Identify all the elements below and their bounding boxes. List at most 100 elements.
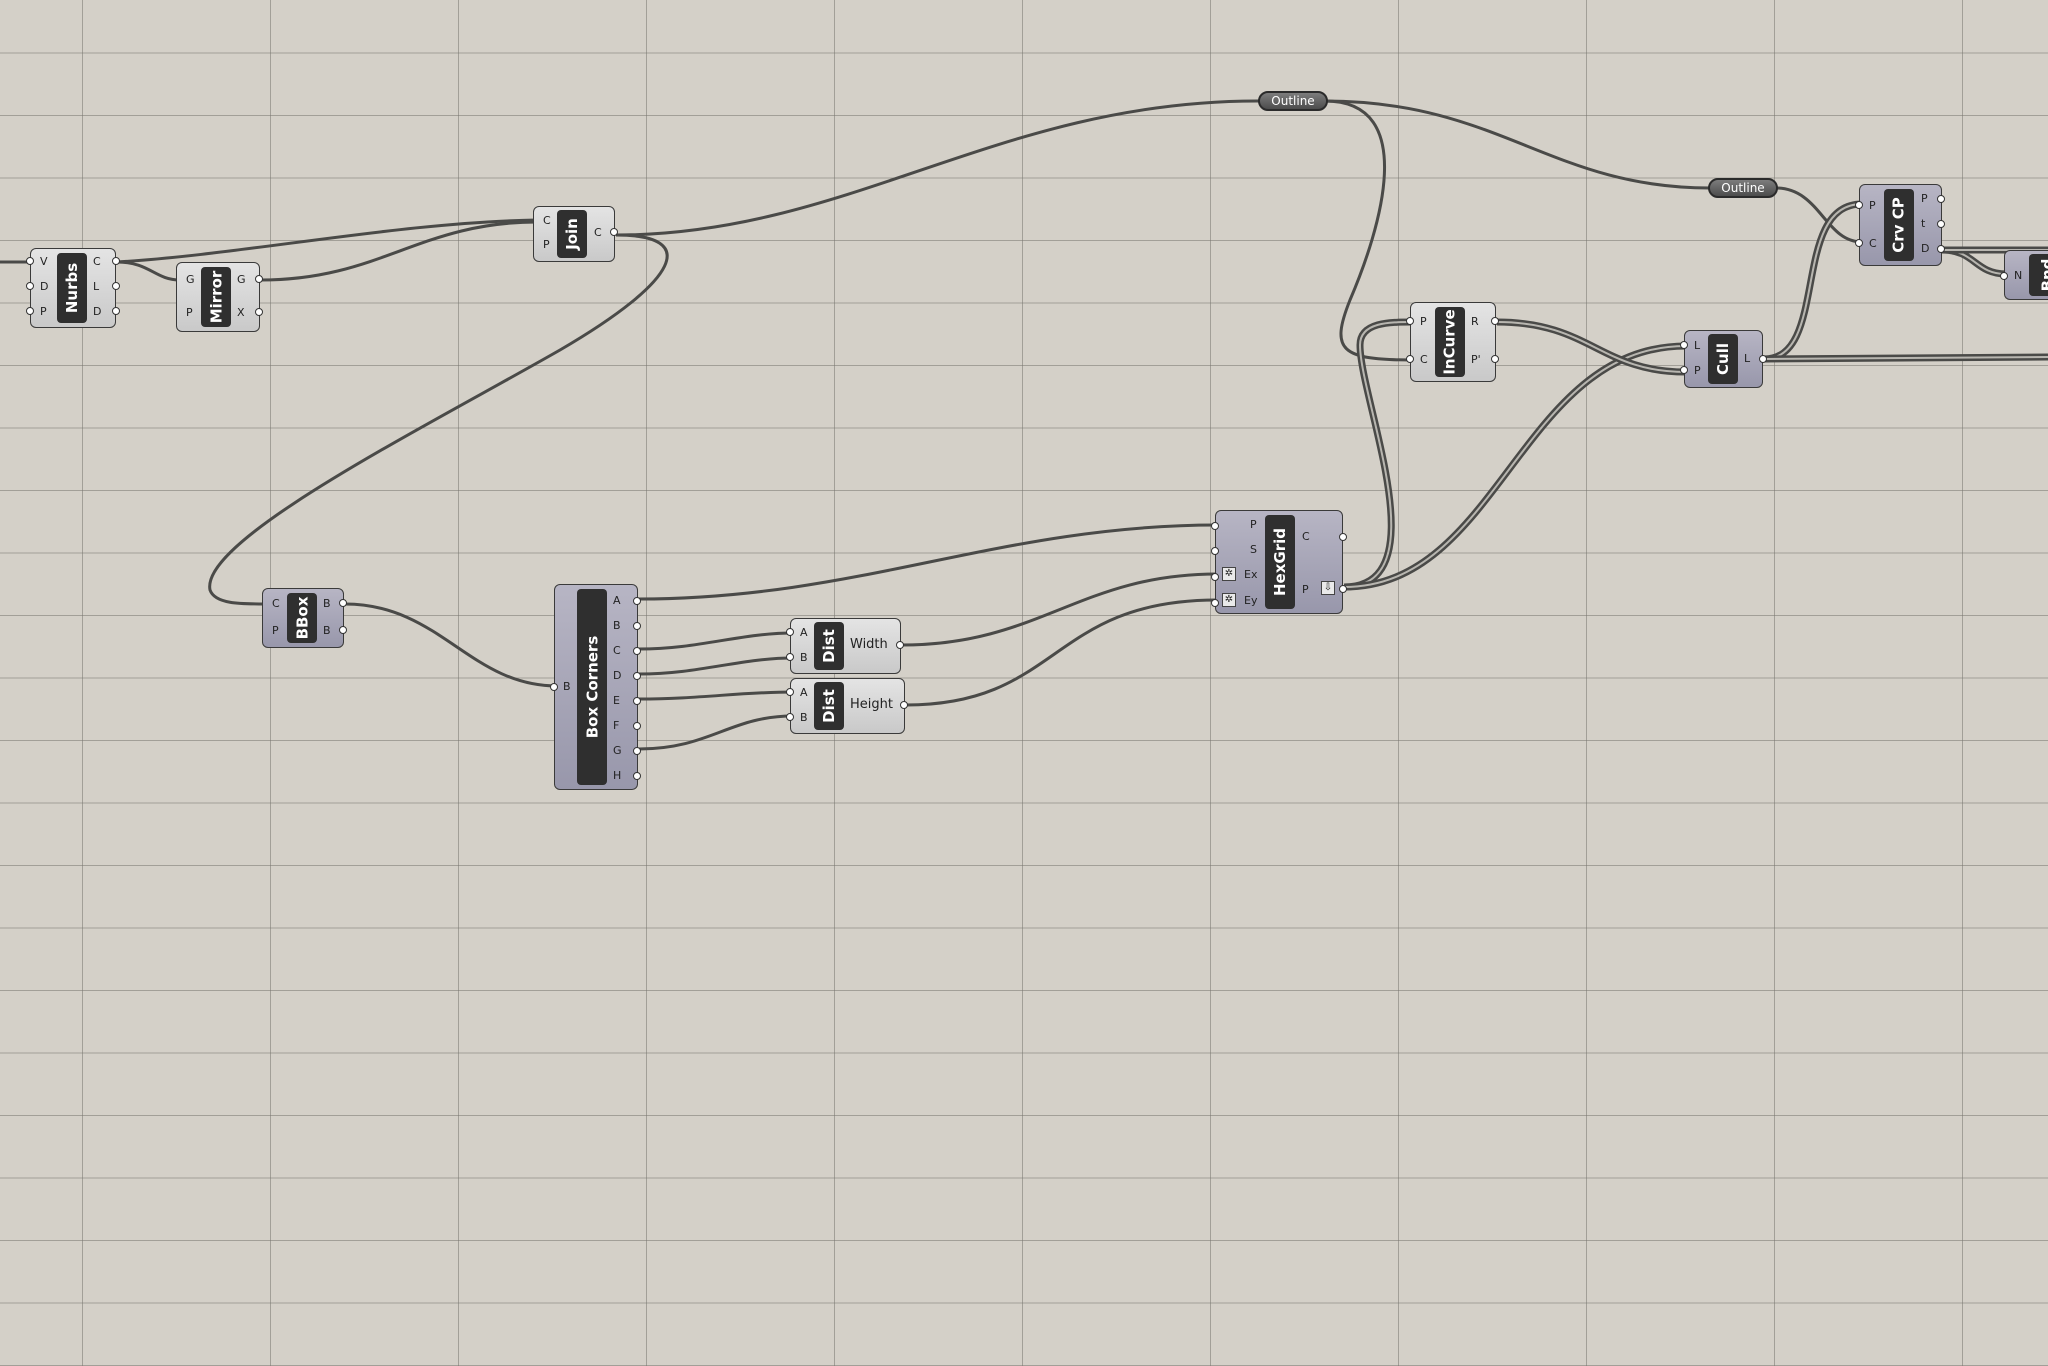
grip[interactable]: [633, 672, 641, 680]
bnd-component[interactable]: N Bnd: [2000, 250, 2048, 300]
mirror-output-g[interactable]: G: [237, 273, 246, 286]
hexgrid-input-p[interactable]: P: [1250, 518, 1257, 531]
grip[interactable]: [1491, 317, 1499, 325]
nurbs-output-d[interactable]: D: [93, 305, 102, 318]
relay-outline-1[interactable]: Outline: [1258, 91, 1328, 111]
crvcp-output-t[interactable]: t: [1921, 217, 1926, 230]
grip[interactable]: [786, 688, 794, 696]
grip[interactable]: [900, 701, 908, 709]
grip[interactable]: [1759, 355, 1767, 363]
grip[interactable]: [896, 641, 904, 649]
incurve-output-r[interactable]: R: [1471, 315, 1479, 328]
grip[interactable]: [633, 747, 641, 755]
crvcp-output-d[interactable]: D: [1921, 242, 1930, 255]
mirror-input-g[interactable]: G: [186, 273, 195, 286]
grip[interactable]: [26, 307, 34, 315]
boxcorners-output-b[interactable]: B: [613, 619, 621, 632]
grip[interactable]: [1211, 599, 1219, 607]
grip[interactable]: [112, 257, 120, 265]
join-component[interactable]: C P Join C: [533, 206, 618, 262]
join-input-c[interactable]: C: [543, 214, 551, 227]
mirror-component[interactable]: G P Mirror G X: [176, 262, 263, 332]
bnd-input-n[interactable]: N: [2014, 269, 2023, 282]
grip[interactable]: [1937, 195, 1945, 203]
grip[interactable]: [633, 722, 641, 730]
boxcorners-output-h[interactable]: H: [613, 769, 622, 782]
nurbs-output-c[interactable]: C: [93, 255, 101, 268]
hexgrid-output-p[interactable]: P: [1302, 583, 1309, 596]
bbox-input-p[interactable]: P: [272, 624, 279, 637]
incurve-component[interactable]: P C InCurve R P': [1406, 302, 1499, 382]
grip[interactable]: [633, 697, 641, 705]
grip[interactable]: [1339, 585, 1347, 593]
distwidth-input-b[interactable]: B: [800, 651, 808, 664]
grip[interactable]: [112, 282, 120, 290]
dist-width-component[interactable]: A B Dist Width: [786, 618, 904, 674]
grip[interactable]: [255, 308, 263, 316]
distheight-input-a[interactable]: A: [800, 686, 808, 699]
grip[interactable]: [1855, 201, 1863, 209]
mirror-output-x[interactable]: X: [237, 306, 245, 319]
nurbs-input-p[interactable]: P: [40, 305, 47, 318]
hexgrid-output-c[interactable]: C: [1302, 530, 1310, 543]
relay-outline-2[interactable]: Outline: [1708, 178, 1778, 198]
hexgrid-input-ex[interactable]: Ex: [1244, 568, 1258, 581]
grip[interactable]: [1406, 355, 1414, 363]
crvcp-input-p[interactable]: P: [1869, 199, 1876, 212]
grip[interactable]: [339, 599, 347, 607]
grip[interactable]: [1211, 573, 1219, 581]
crvcp-input-c[interactable]: C: [1869, 237, 1877, 250]
join-input-p[interactable]: P: [543, 238, 550, 251]
grip[interactable]: [1211, 522, 1219, 530]
boxcorners-output-e[interactable]: E: [613, 694, 620, 707]
grip[interactable]: [1937, 220, 1945, 228]
distwidth-input-a[interactable]: A: [800, 626, 808, 639]
grip[interactable]: [2000, 272, 2008, 280]
grip[interactable]: [610, 228, 618, 236]
boxcorners-output-c[interactable]: C: [613, 644, 621, 657]
grip[interactable]: [633, 772, 641, 780]
nurbs-component[interactable]: V D P Nurbs C L D: [26, 248, 120, 328]
grip[interactable]: [1680, 341, 1688, 349]
grip[interactable]: [26, 282, 34, 290]
hexgrid-component[interactable]: P S ✲ Ex ✲ Ey HexGrid C P ⇩: [1211, 510, 1347, 614]
crv-cp-component[interactable]: P C Crv CP P t D: [1855, 184, 1945, 266]
incurve-input-c[interactable]: C: [1420, 353, 1428, 366]
boxcorners-output-g[interactable]: G: [613, 744, 622, 757]
bbox-output-b1[interactable]: B: [323, 597, 331, 610]
nurbs-input-d[interactable]: D: [40, 280, 49, 293]
mirror-input-p[interactable]: P: [186, 306, 193, 319]
grip[interactable]: [633, 647, 641, 655]
grip[interactable]: [786, 713, 794, 721]
incurve-output-p[interactable]: P': [1471, 353, 1481, 366]
bbox-component[interactable]: C P BBox B B: [262, 588, 347, 648]
boxcorners-output-f[interactable]: F: [613, 719, 620, 732]
distheight-output-height[interactable]: Height: [850, 697, 893, 712]
bbox-input-c[interactable]: C: [272, 597, 280, 610]
grip[interactable]: [1937, 245, 1945, 253]
cull-component[interactable]: L P Cull L: [1680, 330, 1767, 388]
grip[interactable]: [1491, 355, 1499, 363]
grip[interactable]: [1211, 547, 1219, 555]
hexgrid-input-s[interactable]: S: [1250, 543, 1257, 556]
grip[interactable]: [550, 683, 558, 691]
boxcorners-input-b[interactable]: B: [563, 680, 571, 693]
grip[interactable]: [26, 257, 34, 265]
cull-input-l[interactable]: L: [1694, 339, 1701, 352]
join-output-c[interactable]: C: [594, 226, 602, 239]
cull-output-l[interactable]: L: [1744, 352, 1751, 365]
hexgrid-input-ey[interactable]: Ey: [1244, 594, 1258, 607]
cull-input-p[interactable]: P: [1694, 364, 1701, 377]
distwidth-output-width[interactable]: Width: [850, 637, 888, 652]
grip[interactable]: [786, 628, 794, 636]
grip[interactable]: [633, 622, 641, 630]
grip[interactable]: [339, 626, 347, 634]
nurbs-input-v[interactable]: V: [40, 255, 48, 268]
nurbs-output-l[interactable]: L: [93, 280, 100, 293]
grip[interactable]: [633, 597, 641, 605]
distheight-input-b[interactable]: B: [800, 711, 808, 724]
boxcorners-output-a[interactable]: A: [613, 594, 621, 607]
crvcp-output-p[interactable]: P: [1921, 192, 1928, 205]
grip[interactable]: [112, 307, 120, 315]
